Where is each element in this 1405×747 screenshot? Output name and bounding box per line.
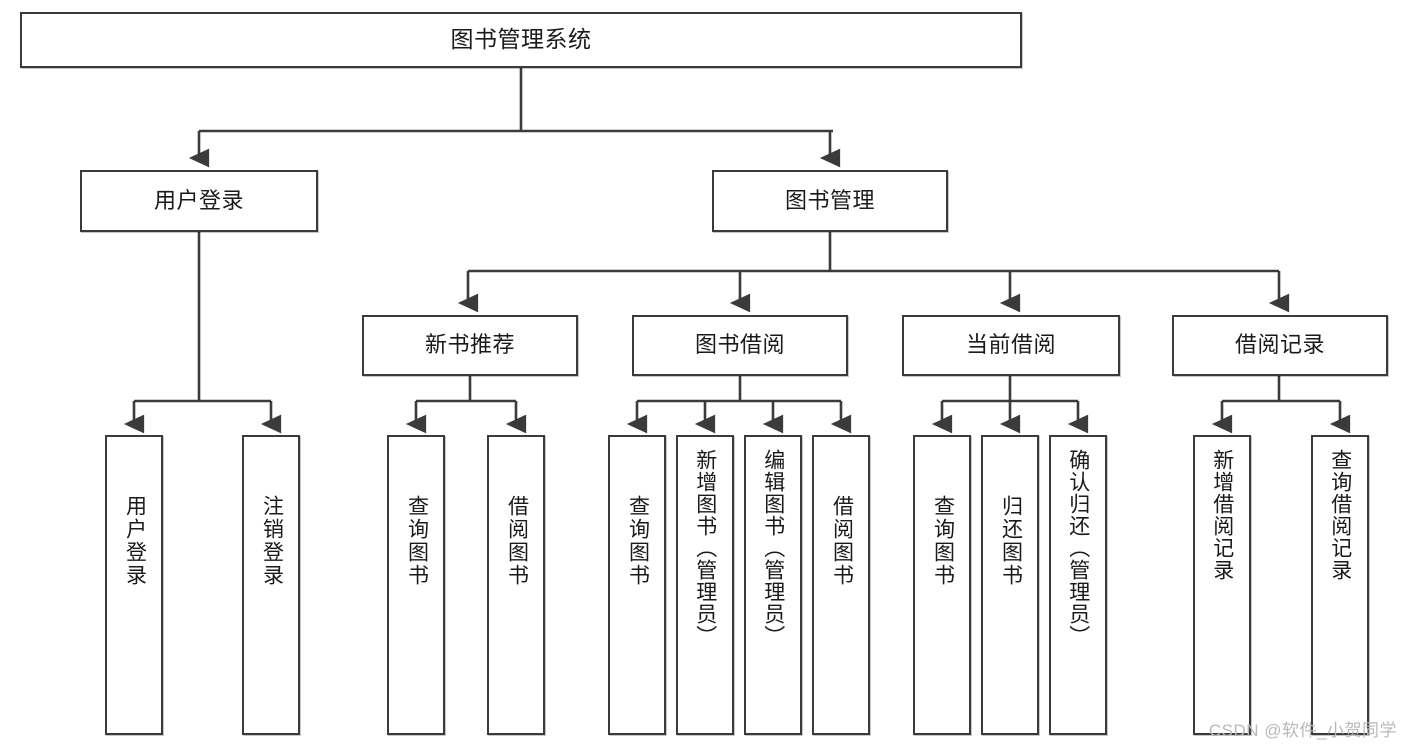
node-leaf-add-book[interactable]: 新增图书（管理员） bbox=[676, 435, 734, 735]
node-label: 图书借阅 bbox=[694, 332, 785, 358]
node-label: 新增借阅记录 bbox=[1210, 449, 1234, 581]
watermark: CSDN @软件_小贺同学 bbox=[1208, 721, 1397, 740]
node-label: 借阅记录 bbox=[1234, 332, 1325, 358]
node-leaf-query-record[interactable]: 查询借阅记录 bbox=[1311, 435, 1369, 735]
node-book-management[interactable]: 图书管理 bbox=[712, 170, 948, 232]
node-label: 注销登录 bbox=[260, 495, 284, 587]
node-leaf-edit-book[interactable]: 编辑图书（管理员） bbox=[744, 435, 802, 735]
node-leaf-borrow-book-2[interactable]: 借阅图书 bbox=[812, 435, 870, 735]
node-leaf-query-book-2[interactable]: 查询图书 bbox=[608, 435, 666, 735]
node-leaf-logout[interactable]: 注销登录 bbox=[242, 435, 300, 735]
node-leaf-query-book-1[interactable]: 查询图书 bbox=[387, 435, 445, 735]
node-label: 当前借阅 bbox=[965, 332, 1056, 358]
node-leaf-confirm-return[interactable]: 确认归还（管理员） bbox=[1049, 435, 1107, 735]
node-label: 用户登录 bbox=[153, 187, 244, 213]
node-leaf-borrow-book-1[interactable]: 借阅图书 bbox=[487, 435, 545, 735]
node-borrow-record[interactable]: 借阅记录 bbox=[1172, 315, 1388, 376]
node-label: 借阅图书 bbox=[505, 495, 529, 587]
node-label: 新增图书（管理员） bbox=[693, 449, 717, 647]
node-leaf-add-record[interactable]: 新增借阅记录 bbox=[1193, 435, 1251, 735]
node-label: 查询图书 bbox=[405, 495, 429, 587]
node-leaf-query-book-3[interactable]: 查询图书 bbox=[913, 435, 971, 735]
node-root-system[interactable]: 图书管理系统 bbox=[20, 12, 1022, 68]
node-label: 用户登录 bbox=[123, 495, 147, 587]
node-leaf-user-login[interactable]: 用户登录 bbox=[105, 435, 163, 735]
node-book-borrow[interactable]: 图书借阅 bbox=[632, 315, 848, 376]
node-label: 图书管理 bbox=[784, 187, 875, 213]
node-label: 查询借阅记录 bbox=[1328, 449, 1352, 581]
node-label: 编辑图书（管理员） bbox=[761, 449, 785, 647]
node-label: 查询图书 bbox=[626, 495, 650, 587]
node-new-book-recommend[interactable]: 新书推荐 bbox=[362, 315, 578, 376]
node-label: 借阅图书 bbox=[830, 495, 854, 587]
node-current-borrow[interactable]: 当前借阅 bbox=[902, 315, 1120, 376]
node-label: 查询图书 bbox=[931, 495, 955, 587]
node-label: 图书管理系统 bbox=[450, 26, 592, 53]
node-label: 新书推荐 bbox=[424, 332, 515, 358]
node-leaf-return-book[interactable]: 归还图书 bbox=[981, 435, 1039, 735]
node-label: 确认归还（管理员） bbox=[1066, 449, 1090, 647]
node-user-login[interactable]: 用户登录 bbox=[80, 170, 318, 232]
node-label: 归还图书 bbox=[999, 495, 1023, 587]
